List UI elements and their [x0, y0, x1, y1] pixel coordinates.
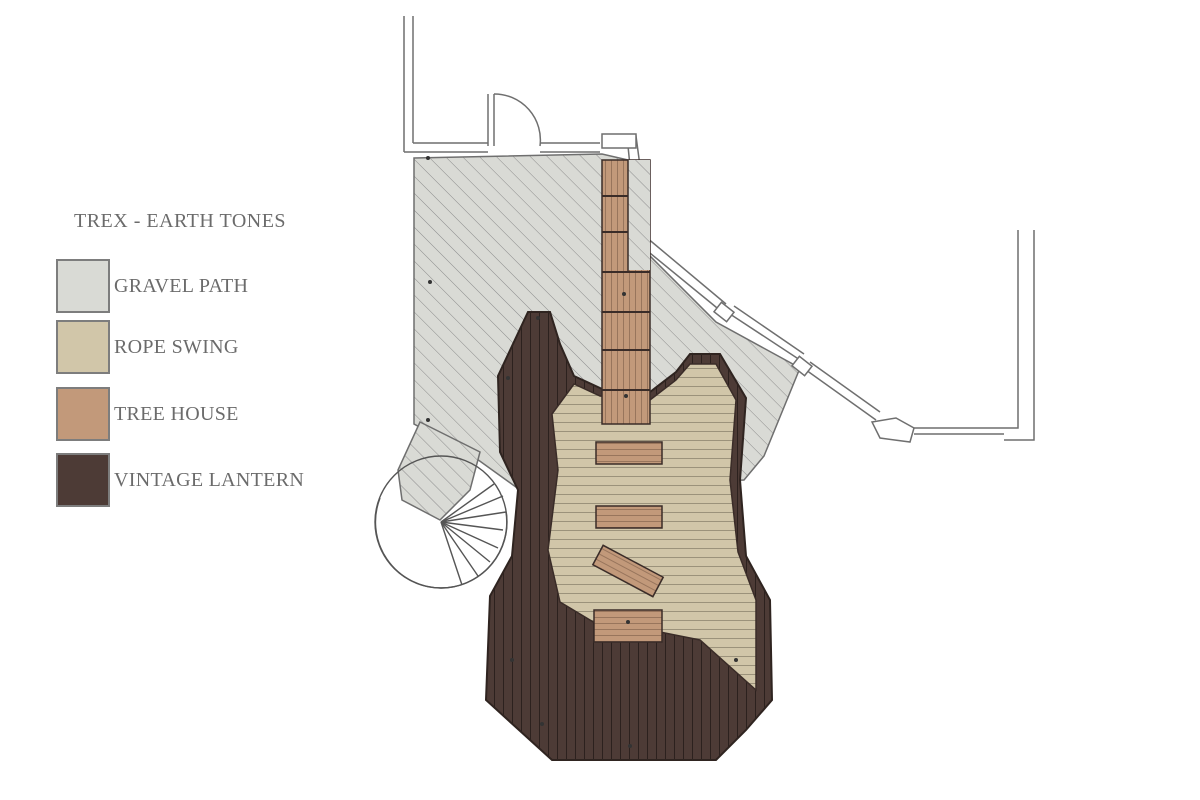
legend-label-vintage-lantern: VINTAGE LANTERN — [114, 468, 305, 491]
legend-swatch-tree-house — [56, 387, 110, 441]
pickup-middle — [595, 505, 663, 529]
bridge-angled — [591, 544, 665, 598]
fastener-dots — [426, 156, 738, 748]
guitar-frets — [602, 195, 650, 391]
door-swing — [487, 93, 542, 147]
legend-item-rope-swing: ROPE SWING — [56, 319, 239, 375]
stair-landing — [397, 420, 481, 521]
legend-label-tree-house: TREE HOUSE — [114, 402, 239, 425]
pickup-lower — [593, 609, 663, 643]
legend-item-vintage-lantern: VINTAGE LANTERN — [56, 452, 304, 508]
legend-swatch-rope-swing — [56, 320, 110, 374]
pickup-upper — [595, 441, 663, 465]
legend-label-gravel-path: GRAVEL PATH — [114, 274, 249, 297]
neck-upper-gap — [628, 160, 650, 270]
legend-item-tree-house: TREE HOUSE — [56, 386, 239, 442]
legend-item-gravel-path: GRAVEL PATH — [56, 258, 248, 314]
legend-title: TREX - EARTH TONES — [74, 210, 287, 232]
house-wall-right — [601, 133, 1035, 443]
house-wall-left — [403, 16, 600, 153]
spiral-staircase — [374, 455, 508, 589]
legend-swatch-gravel-path — [56, 259, 110, 313]
legend-label-rope-swing: ROPE SWING — [114, 335, 239, 358]
legend-swatch-vintage-lantern — [56, 453, 110, 507]
